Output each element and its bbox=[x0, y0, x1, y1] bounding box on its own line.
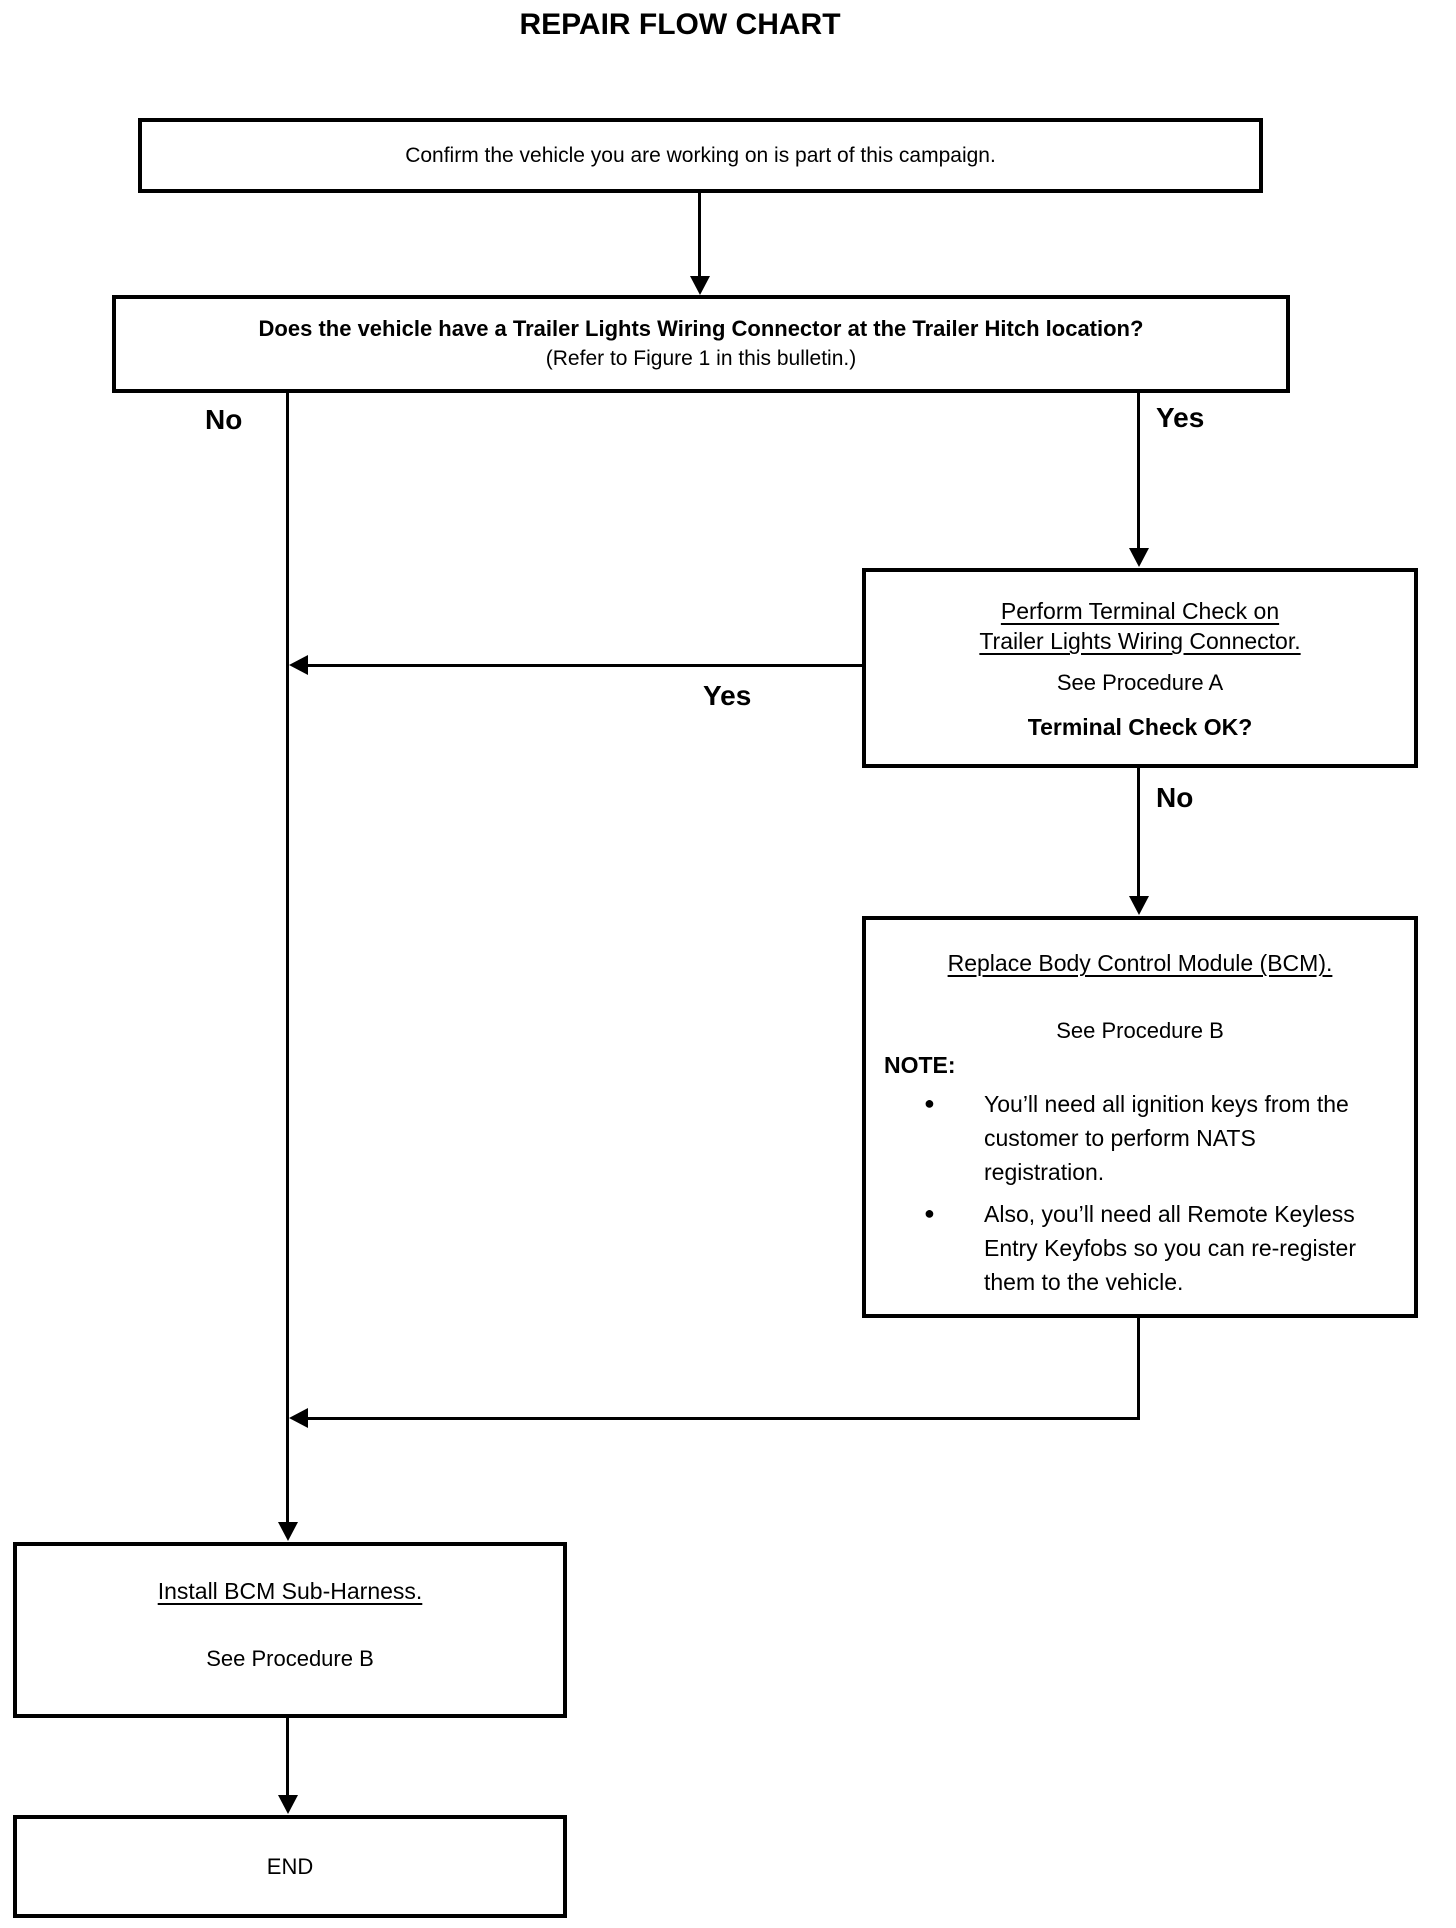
install-harness-title: Install BCM Sub-Harness. bbox=[157, 1578, 423, 1604]
confirm-campaign-box: Confirm the vehicle you are working on i… bbox=[138, 118, 1263, 193]
install-harness-box: Install BCM Sub-Harness. See Procedure B bbox=[13, 1542, 567, 1718]
note-bullet-item: ● You’ll need all ignition keys from the… bbox=[866, 1087, 1414, 1189]
arrowhead-into-question-box bbox=[690, 276, 710, 295]
terminal-check-question-text: Terminal Check OK? bbox=[1027, 714, 1253, 740]
yes-branch-label: Yes bbox=[1156, 402, 1205, 433]
note-bullet-item: ● Also, you’ll need all Remote Keyless E… bbox=[866, 1197, 1414, 1299]
question-reference-text: (Refer to Figure 1 in this bulletin.) bbox=[545, 347, 857, 370]
bullet-dot-icon: ● bbox=[924, 1203, 935, 1223]
note-bullet-text-1: You’ll need all ignition keys from the c… bbox=[984, 1091, 1349, 1185]
connector-yes-branch-line bbox=[1137, 391, 1140, 549]
connector-terminal-yes-line bbox=[307, 664, 862, 667]
terminal-yes-branch-label: Yes bbox=[703, 680, 752, 711]
end-box: END bbox=[13, 1815, 567, 1918]
terminal-no-branch-label: No bbox=[1156, 782, 1194, 813]
connector-bcm-elbow-line bbox=[307, 1417, 1140, 1420]
replace-bcm-title: Replace Body Control Module (BCM). bbox=[947, 950, 1333, 976]
arrowhead-into-terminal-check-box bbox=[1129, 548, 1149, 567]
note-bullet-text-2: Also, you’ll need all Remote Keyless Ent… bbox=[984, 1201, 1356, 1295]
terminal-check-procedure-text: See Procedure A bbox=[1056, 670, 1224, 695]
connector-harness-to-end bbox=[286, 1718, 289, 1796]
confirm-campaign-text: Confirm the vehicle you are working on i… bbox=[405, 143, 996, 167]
terminal-check-box: Perform Terminal Check on Trailer Lights… bbox=[862, 568, 1418, 768]
question-text: Does the vehicle have a Trailer Lights W… bbox=[258, 316, 1144, 341]
connector-no-branch-line bbox=[286, 391, 289, 1523]
terminal-check-title-line1: Perform Terminal Check on bbox=[1000, 598, 1280, 624]
arrowhead-into-bcm-box bbox=[1129, 896, 1149, 915]
no-branch-label: No bbox=[205, 404, 243, 435]
arrowhead-terminal-yes-into-no-line bbox=[289, 655, 308, 675]
note-label: NOTE: bbox=[884, 1052, 956, 1078]
install-harness-procedure-text: See Procedure B bbox=[206, 1646, 374, 1671]
arrowhead-into-end-box bbox=[278, 1795, 298, 1814]
replace-bcm-procedure-text: See Procedure B bbox=[1056, 1018, 1224, 1043]
connector-confirm-to-question bbox=[698, 191, 701, 277]
replace-bcm-box: Replace Body Control Module (BCM). See P… bbox=[862, 916, 1418, 1318]
connector-terminal-to-bcm bbox=[1137, 768, 1140, 897]
arrowhead-bcm-into-no-line bbox=[289, 1408, 308, 1428]
terminal-check-title-line2: Trailer Lights Wiring Connector. bbox=[979, 628, 1301, 654]
end-text: END bbox=[266, 1853, 314, 1879]
trailer-connector-question-box: Does the vehicle have a Trailer Lights W… bbox=[112, 295, 1290, 393]
page-title: REPAIR FLOW CHART bbox=[519, 8, 841, 41]
bullet-dot-icon: ● bbox=[924, 1093, 935, 1113]
arrowhead-into-install-harness-box bbox=[278, 1522, 298, 1541]
connector-bcm-down-line bbox=[1137, 1318, 1140, 1420]
